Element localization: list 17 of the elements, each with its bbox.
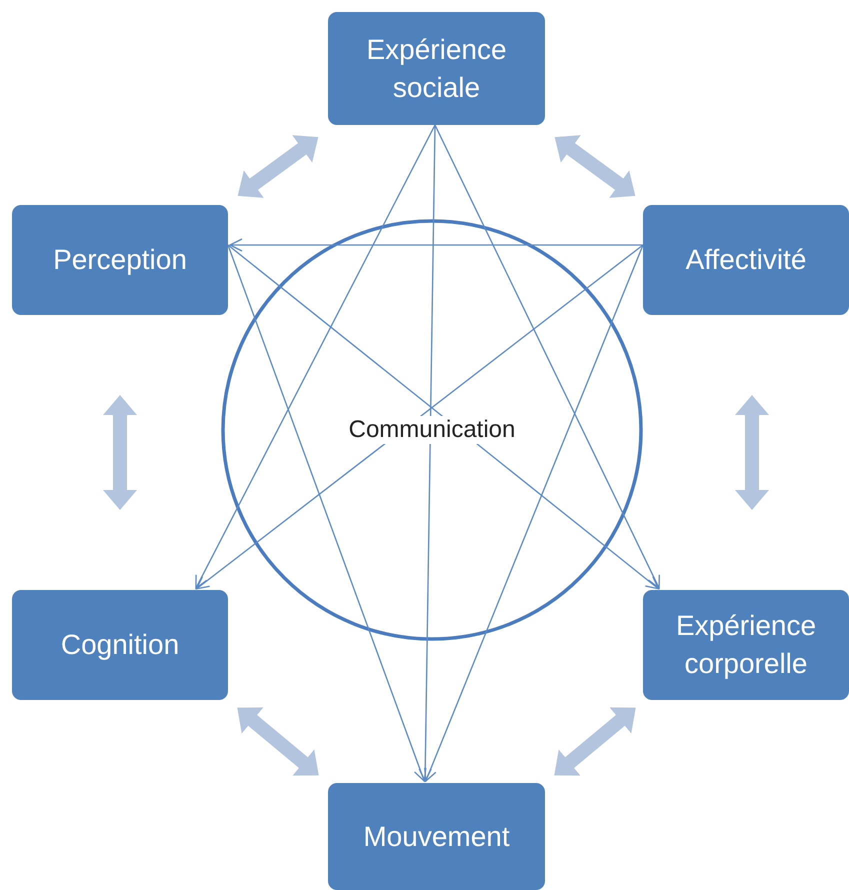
concept-box: Mouvement bbox=[328, 783, 545, 890]
double-arrow bbox=[554, 707, 636, 776]
concept-box: Affectivité bbox=[643, 205, 849, 315]
arrow bbox=[229, 238, 643, 252]
double-arrow bbox=[237, 707, 319, 776]
arrow bbox=[434, 124, 660, 589]
concept-box: Perception bbox=[12, 205, 228, 315]
double-arrow bbox=[735, 395, 769, 510]
arrow bbox=[195, 124, 436, 589]
concept-box: Expérience sociale bbox=[328, 12, 545, 125]
double-arrow bbox=[103, 395, 137, 510]
arrow bbox=[424, 244, 644, 782]
concept-box: Cognition bbox=[12, 590, 228, 700]
concept-box: Expérience corporelle bbox=[643, 590, 849, 700]
double-arrow bbox=[238, 135, 318, 198]
double-arrow bbox=[554, 135, 636, 198]
arrow bbox=[227, 244, 426, 782]
